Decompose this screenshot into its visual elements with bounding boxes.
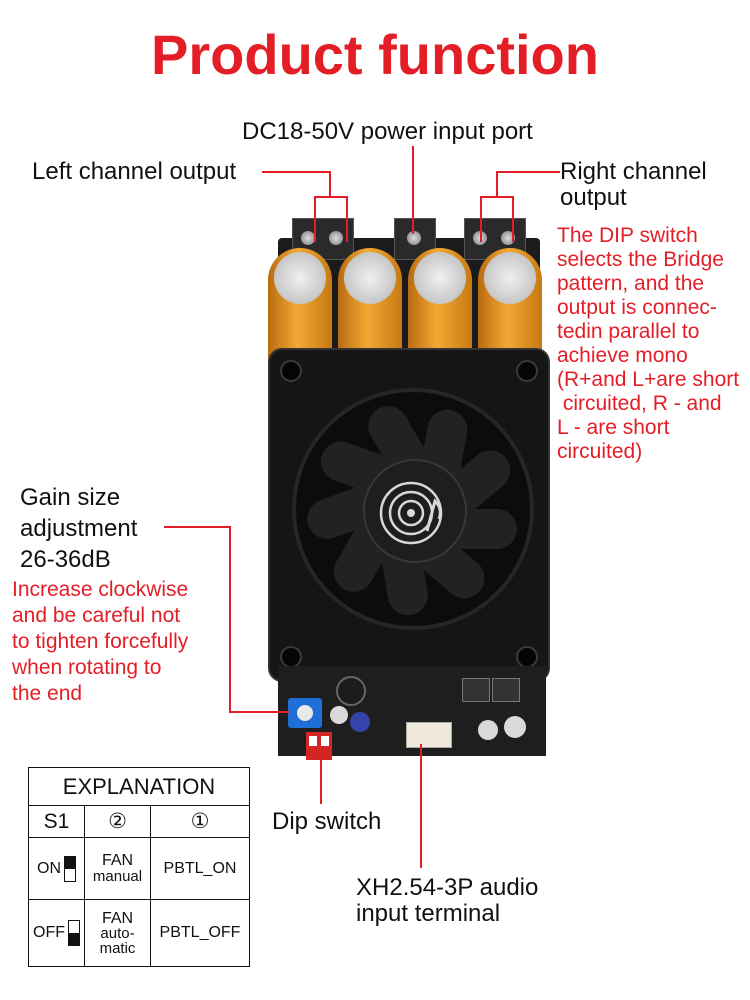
gain-note-line: to tighten forcefully	[12, 630, 189, 653]
left-channel-pointer	[346, 196, 348, 242]
capacitor	[350, 712, 370, 732]
gain-note-line: and be careful not	[12, 604, 181, 627]
switch-state-label: OFF	[33, 924, 65, 941]
gain-note-line: the end	[12, 682, 83, 705]
fan-mode-label: matic	[99, 939, 136, 957]
dip-switch-note: The DIP switch selects the Bridge patter…	[557, 224, 739, 464]
dip-note-line: tedin parallel to	[557, 320, 700, 343]
dip-note-line: output is connec-	[557, 296, 717, 319]
dip-note-line: L - are short	[557, 416, 670, 439]
right-channel-pointer	[496, 171, 560, 173]
table-col-1: ①	[151, 806, 249, 838]
right-channel-label-2: output	[560, 184, 627, 211]
dip-switch-pointer	[320, 756, 322, 804]
table-row-off-pbtl: PBTL_OFF	[159, 924, 241, 941]
dip-note-line: achieve mono	[557, 344, 688, 367]
gain-label-line: adjustment	[20, 515, 138, 542]
gain-pointer	[229, 711, 289, 713]
audio-terminal-label-2: input terminal	[356, 900, 501, 927]
gain-label: Gain size adjustment 26-36dB	[20, 482, 137, 575]
gain-note-line: Increase clockwise	[12, 578, 189, 601]
gain-note: Increase clockwise and be careful not to…	[12, 577, 188, 707]
table-header: EXPLANATION	[29, 768, 249, 806]
right-channel-pointer	[480, 196, 482, 242]
left-channel-pointer	[262, 171, 330, 173]
fan-mode-label: FAN	[101, 851, 134, 869]
dip-switch[interactable]	[306, 732, 332, 760]
right-channel-pointer	[496, 171, 498, 197]
left-channel-label: Left channel output	[32, 158, 237, 185]
dip-note-line: selects the Bridge	[557, 248, 724, 271]
capacitor	[504, 716, 526, 738]
fan-mode-label: FAN	[101, 909, 134, 927]
dip-note-line: The DIP switch	[557, 224, 698, 247]
gain-label-line: Gain size	[20, 484, 121, 511]
power-port-pointer	[412, 146, 414, 234]
table-col-s1: S1	[29, 806, 85, 838]
capacitor	[336, 676, 366, 706]
table-row-on-state: ON	[29, 838, 85, 900]
dip-note-line: pattern, and the	[557, 272, 705, 295]
gain-note-line: when rotating to	[12, 656, 162, 679]
left-channel-pointer	[329, 171, 331, 197]
right-channel-pointer	[512, 196, 514, 242]
left-channel-pointer	[314, 196, 316, 242]
capacitor	[478, 720, 498, 740]
gain-pointer	[229, 526, 231, 712]
switch-off-icon	[68, 920, 80, 946]
fan-mode-label: manual	[92, 867, 143, 885]
right-channel-pointer	[480, 196, 514, 198]
audio-terminal-pointer	[420, 744, 422, 868]
gain-pointer	[164, 526, 230, 528]
capacitor	[330, 706, 348, 724]
switch-state-label: ON	[37, 859, 61, 877]
inductor	[462, 678, 490, 702]
fan-logo-icon	[363, 459, 467, 563]
table-col-2: ②	[85, 806, 151, 838]
audio-terminal-label-1: XH2.54-3P audio	[356, 874, 539, 901]
explanation-table: EXPLANATION S1 ② ① ON FAN manual PBTL_ON…	[28, 767, 250, 967]
right-channel-label-1: Right channel	[560, 158, 707, 185]
page-title: Product function	[151, 23, 599, 86]
inductor	[492, 678, 520, 702]
fan-mode-label: auto-	[100, 924, 135, 942]
cooling-fan	[268, 348, 550, 682]
left-channel-pointer	[314, 196, 348, 198]
table-row-on-fan: FAN manual	[85, 838, 151, 900]
dip-note-line: circuited, R - and	[557, 392, 722, 415]
amplifier-board	[268, 218, 550, 760]
gain-potentiometer[interactable]	[288, 698, 322, 728]
switch-on-icon	[64, 855, 76, 882]
dip-note-line: (R+and L+are short	[557, 368, 740, 391]
dip-note-line: circuited)	[557, 440, 643, 463]
gain-label-line: 26-36dB	[20, 546, 111, 573]
table-row-on-pbtl: PBTL_ON	[151, 838, 249, 900]
audio-input-terminal	[406, 722, 452, 748]
dip-switch-label: Dip switch	[272, 808, 382, 835]
table-row-off-state: OFF	[29, 900, 85, 966]
power-port-label: DC18-50V power input port	[242, 118, 533, 145]
table-row-off-fan: FAN auto- matic	[85, 900, 151, 966]
